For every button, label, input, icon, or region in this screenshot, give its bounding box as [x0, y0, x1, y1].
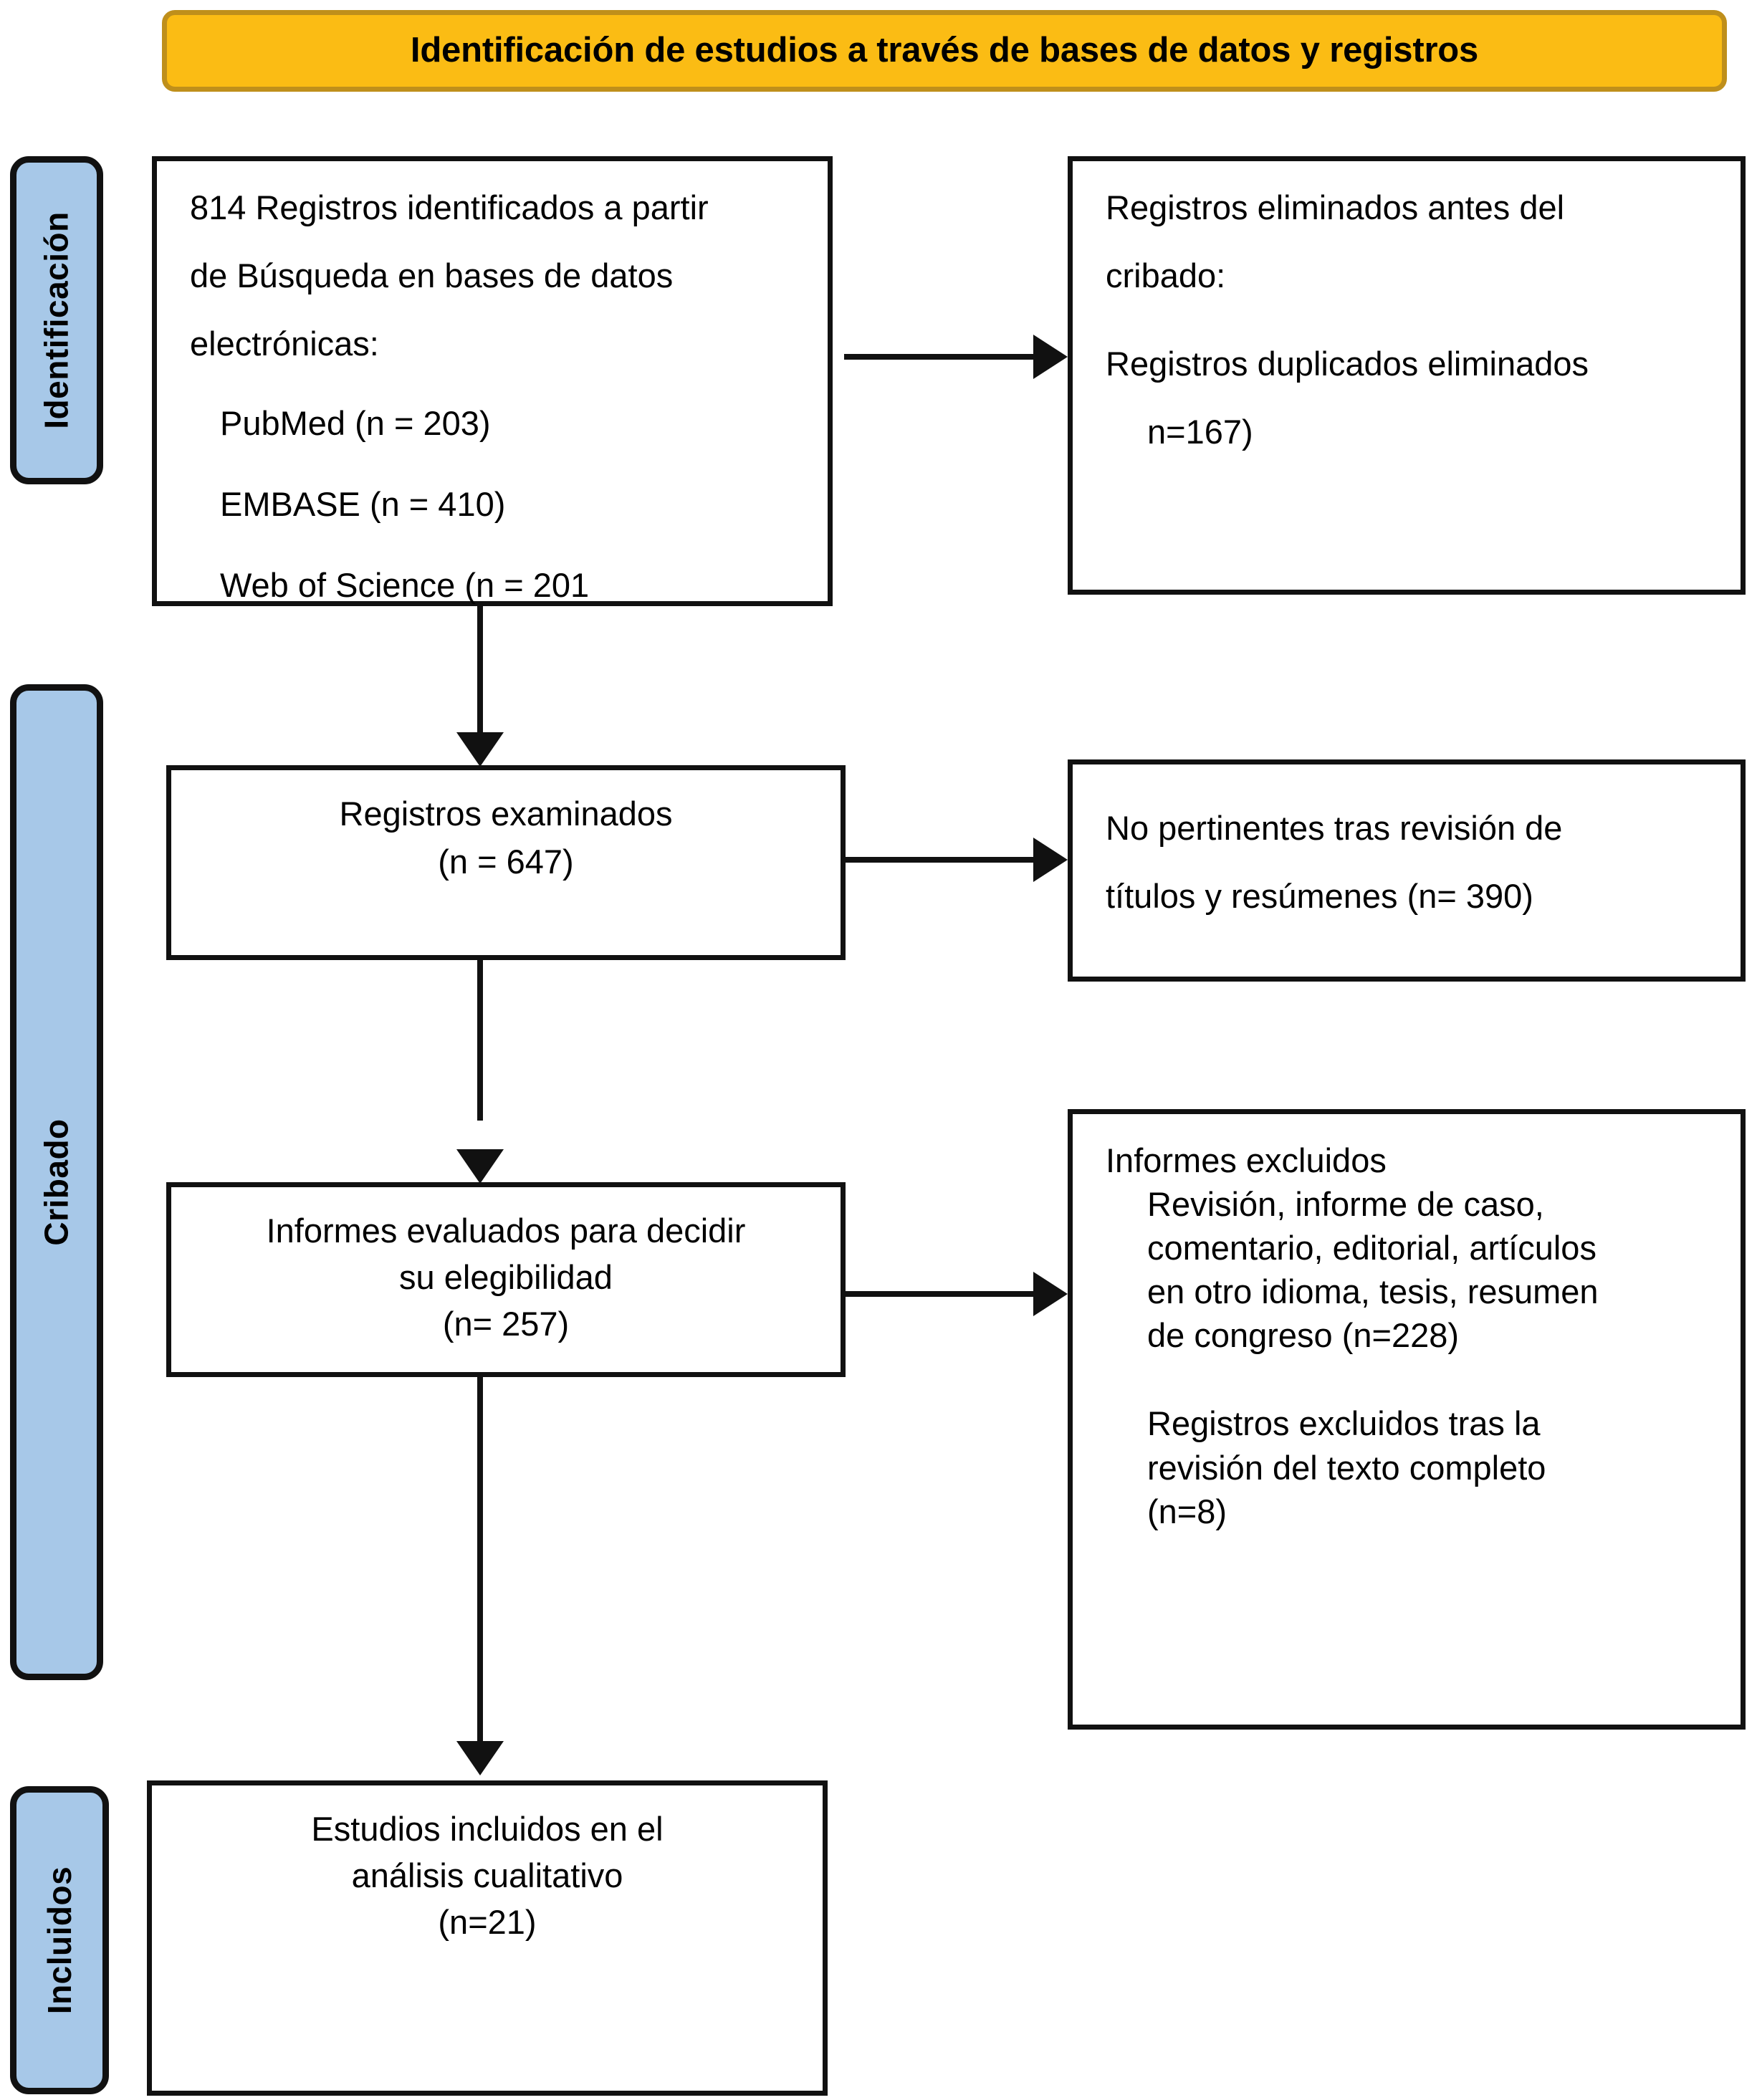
connector-eligibility-to-included-arrow-icon — [456, 1741, 504, 1775]
not-relevant-line1: No pertinentes tras revisión de — [1106, 809, 1563, 847]
connector-identified-to-screened-line — [477, 606, 483, 739]
connector-screened-to-not-relevant-line — [846, 857, 1033, 863]
connector-screened-to-not-relevant-arrow-icon — [1033, 838, 1068, 882]
eligibility-line2: su elegibilidad — [399, 1258, 613, 1297]
eligibility-count: (n= 257) — [442, 1305, 570, 1343]
box-records-removed-before-screening: Registros eliminados antes del cribado: … — [1068, 156, 1746, 595]
box-not-relevant: No pertinentes tras revisión de títulos … — [1068, 759, 1746, 982]
not-relevant-line2: títulos y resúmenes (n= 390) — [1106, 877, 1533, 916]
fulltext-excluded-count: (n=8) — [1147, 1492, 1227, 1530]
reports-excluded-heading: Informes excluidos — [1106, 1141, 1387, 1179]
fulltext-excluded-line1: Registros excluidos tras la — [1147, 1404, 1541, 1443]
box-reports-assessed-eligibility: Informes evaluados para decidir su elegi… — [166, 1182, 846, 1377]
phase-sidebar-incluidos: Incluidos — [10, 1786, 109, 2094]
studies-included-line1: Estudios incluidos en el — [311, 1810, 664, 1848]
studies-included-line2: análisis cualitativo — [351, 1856, 623, 1895]
records-source-embase: EMBASE (n = 410) — [220, 485, 506, 524]
records-screened-count: (n = 647) — [438, 843, 574, 881]
connector-identified-to-screened-arrow-icon — [456, 732, 504, 767]
removed-before-line4: n=167) — [1147, 413, 1253, 451]
records-source-pubmed: PubMed (n = 203) — [220, 404, 491, 443]
reports-excluded-reason-line2: comentario, editorial, artículos — [1147, 1229, 1596, 1267]
records-identified-line3: electrónicas: — [190, 325, 379, 363]
phase-sidebar-cribado: Cribado — [10, 684, 103, 1680]
eligibility-line1: Informes evaluados para decidir — [266, 1212, 746, 1250]
reports-excluded-reason-line4: de congreso (n=228) — [1147, 1316, 1460, 1355]
connector-screened-to-eligibility-arrow-icon — [456, 1149, 504, 1184]
phase-label-cribado: Cribado — [38, 1118, 75, 1246]
removed-before-line3: Registros duplicados eliminados — [1106, 345, 1589, 383]
removed-before-line1: Registros eliminados antes del — [1106, 188, 1565, 226]
box-records-identified: 814 Registros identificados a partir de … — [152, 156, 833, 606]
records-identified-line2: de Búsqueda en bases de datos — [190, 256, 674, 295]
box-studies-included: Estudios incluidos en el análisis cualit… — [147, 1780, 828, 2096]
connector-eligibility-to-excluded-arrow-icon — [1033, 1272, 1068, 1316]
connector-screened-to-eligibility-line — [477, 960, 483, 1121]
connector-eligibility-to-excluded-line — [846, 1291, 1033, 1297]
phase-label-incluidos: Incluidos — [41, 1866, 78, 2015]
diagram-title-text: Identificación de estudios a través de b… — [410, 31, 1479, 70]
records-identified-line1: 814 Registros identificados a partir — [190, 188, 709, 226]
records-source-wos: Web of Science (n = 201 — [220, 566, 590, 605]
box-reports-excluded: Informes excluidos Revisión, informe de … — [1068, 1109, 1746, 1730]
diagram-title-banner: Identificación de estudios a través de b… — [162, 10, 1727, 92]
reports-excluded-reason-line1: Revisión, informe de caso, — [1147, 1185, 1544, 1224]
reports-excluded-reason-line3: en otro idioma, tesis, resumen — [1147, 1272, 1599, 1311]
connector-identified-to-removed-line — [844, 354, 1033, 360]
phase-label-identificacion: Identificación — [38, 211, 76, 429]
removed-before-line2: cribado: — [1106, 256, 1226, 295]
studies-included-count: (n=21) — [438, 1903, 537, 1942]
records-screened-line1: Registros examinados — [339, 795, 673, 833]
connector-eligibility-to-included-line — [477, 1377, 483, 1747]
connector-identified-to-removed-arrow-icon — [1033, 335, 1068, 379]
box-records-screened: Registros examinados (n = 647) — [166, 765, 846, 960]
fulltext-excluded-line2: revisión del texto completo — [1147, 1448, 1546, 1487]
phase-sidebar-identificacion: Identificación — [10, 156, 103, 484]
